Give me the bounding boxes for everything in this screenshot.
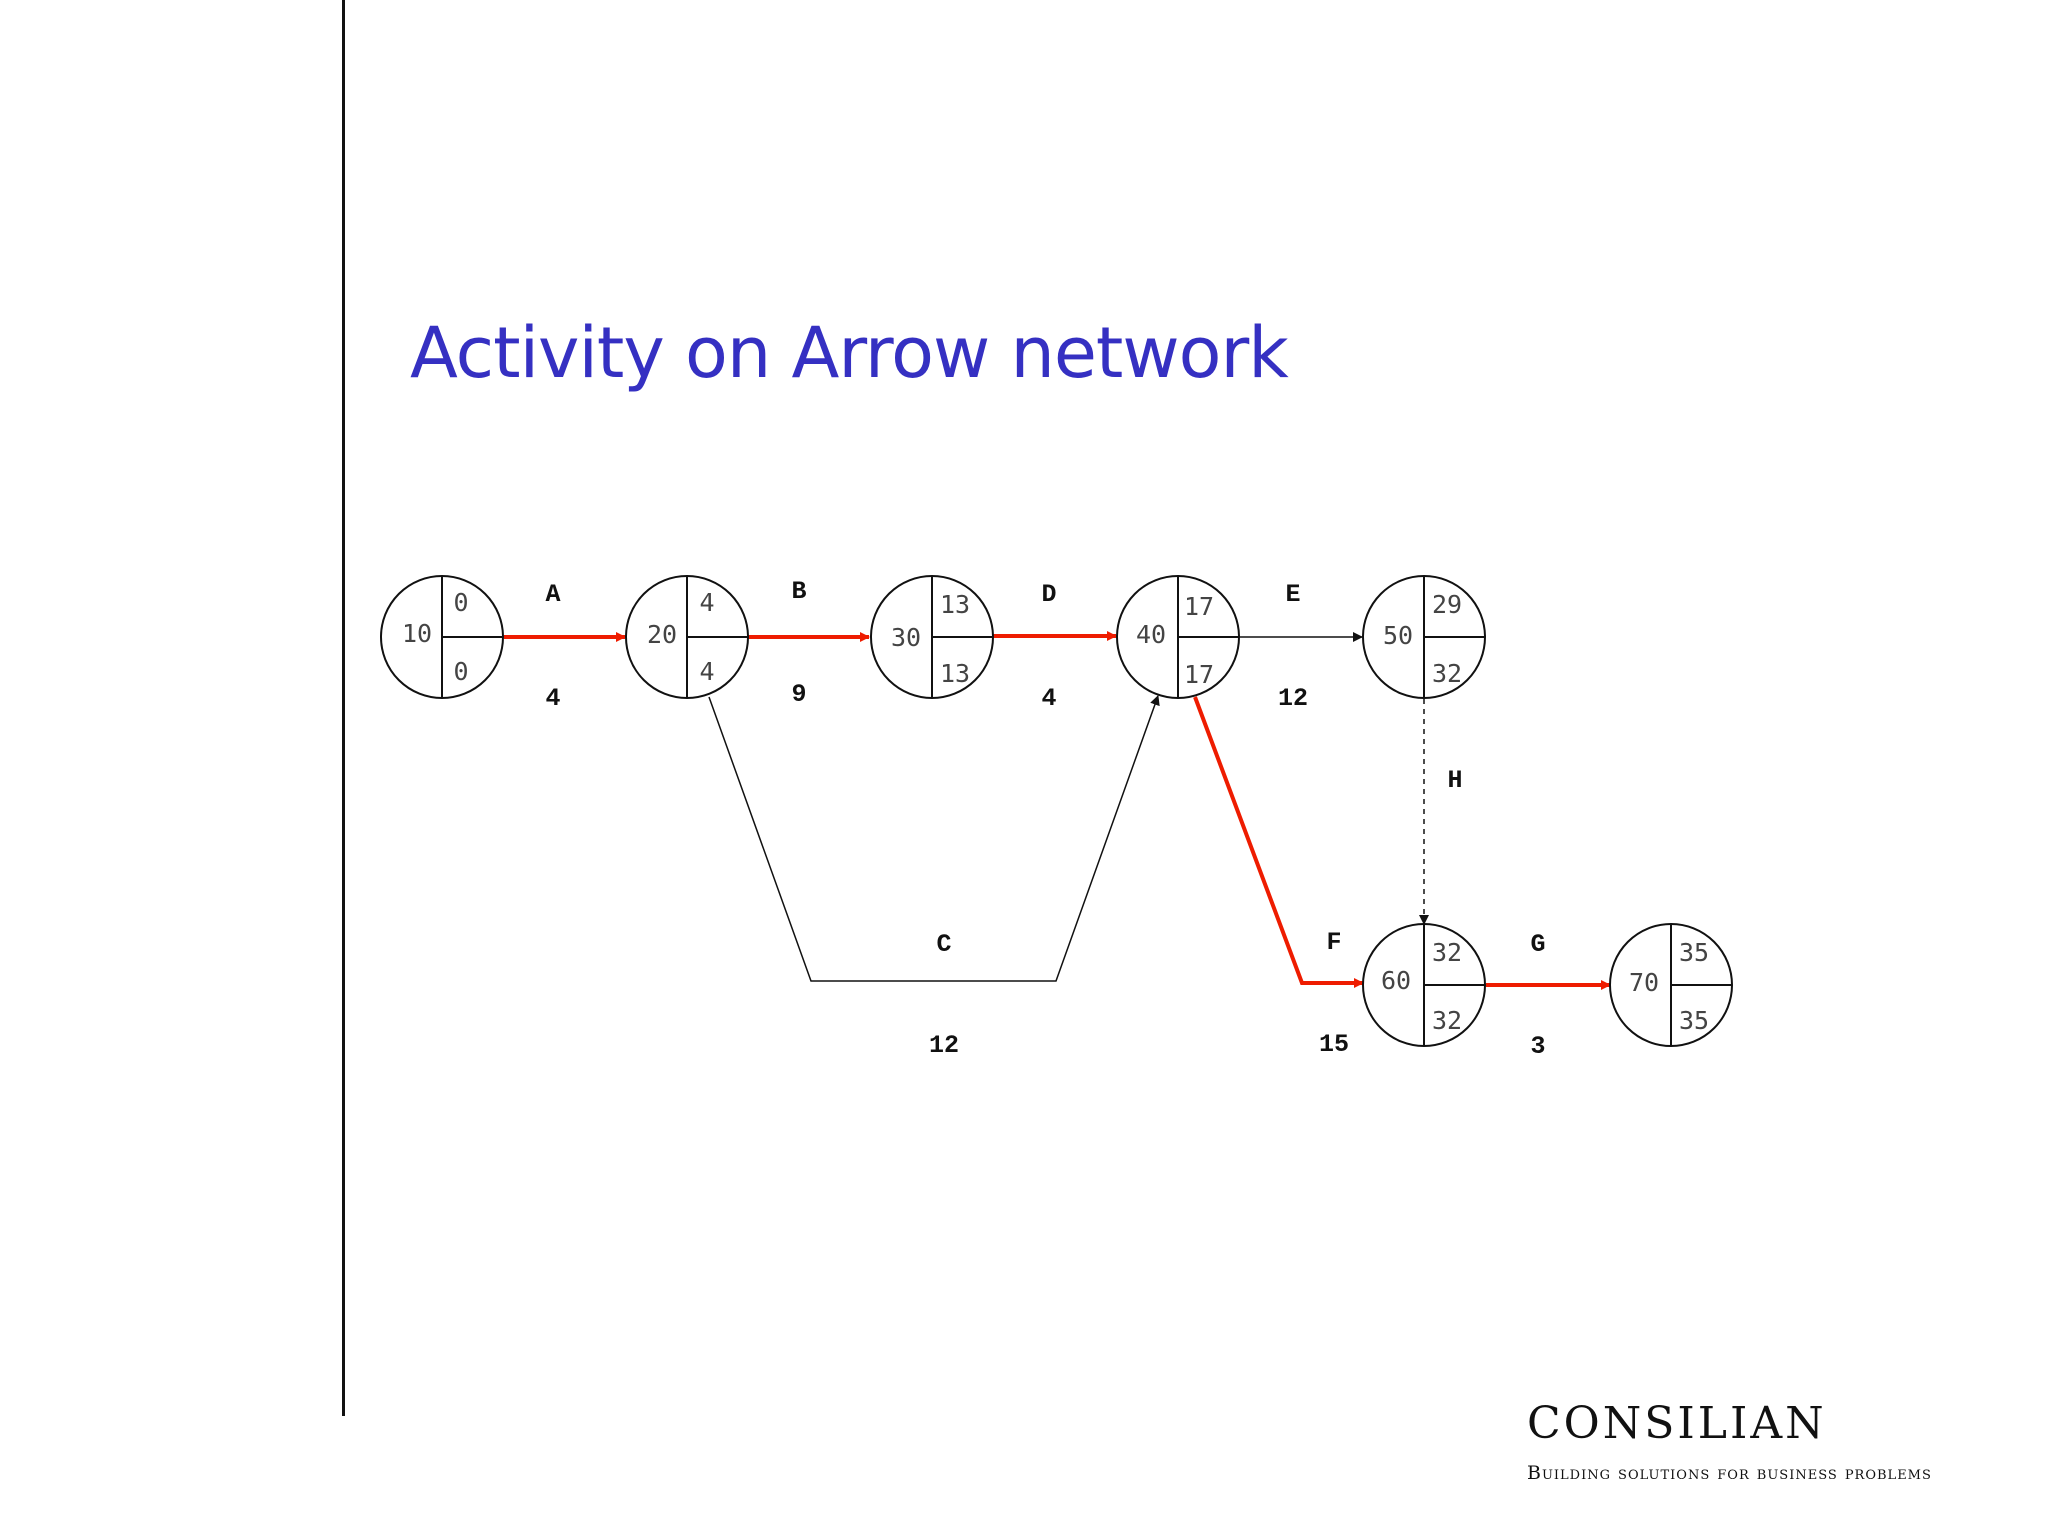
node-id: 10	[402, 619, 432, 648]
node-id: 50	[1383, 621, 1413, 650]
earliest-time: 35	[1679, 938, 1709, 967]
node-id: 60	[1381, 966, 1411, 995]
activity-E-label: E	[1285, 580, 1300, 609]
activity-D-duration: 4	[1041, 684, 1056, 713]
latest-time: 35	[1679, 1006, 1709, 1035]
earliest-time: 4	[699, 588, 714, 617]
activity-B-duration: 9	[791, 680, 806, 709]
activity-B-label: B	[791, 577, 806, 606]
brand-logo-text: CONSILIAN	[1527, 1398, 1827, 1449]
earliest-time: 0	[453, 588, 468, 617]
activity-labels: A 4 B 9 C 12 D 4 E 12 F 15 G 3 H	[545, 577, 1545, 1061]
latest-time: 0	[453, 657, 468, 686]
latest-time: 17	[1184, 660, 1214, 689]
activity-F-duration: 15	[1319, 1030, 1349, 1059]
slide-title: Activity on Arrow network	[410, 312, 1289, 394]
activity-A-duration: 4	[545, 684, 560, 713]
activity-G-label: G	[1530, 930, 1545, 959]
activity-A-label: A	[545, 580, 560, 609]
activity-C-duration: 12	[929, 1031, 959, 1060]
activity-arrows	[504, 631, 1611, 990]
earliest-time: 32	[1432, 938, 1462, 967]
activity-C-label: C	[936, 930, 951, 959]
node-30: 30 13 13	[870, 575, 994, 699]
node-60: 60 32 32	[1362, 923, 1486, 1047]
latest-time: 13	[940, 659, 970, 688]
node-10: 10 0 0	[380, 575, 504, 699]
node-50: 50 29 32	[1362, 575, 1486, 699]
latest-time: 4	[699, 657, 714, 686]
brand-tagline: Building solutions for business problems	[1527, 1462, 1932, 1484]
event-nodes: 10 0 0 20 4 4 30 13 13 40 17 17	[380, 575, 1733, 1047]
latest-time: 32	[1432, 1006, 1462, 1035]
latest-time: 32	[1432, 659, 1462, 688]
activity-G-duration: 3	[1530, 1032, 1545, 1061]
node-id: 70	[1629, 968, 1659, 997]
activity-C-arrow	[708, 695, 1160, 982]
node-70: 70 35 35	[1609, 923, 1733, 1047]
earliest-time: 29	[1432, 590, 1462, 619]
activity-E-duration: 12	[1278, 684, 1308, 713]
activity-D-label: D	[1041, 580, 1056, 609]
activity-F-arrow	[1193, 696, 1364, 988]
earliest-time: 13	[940, 590, 970, 619]
node-20: 20 4 4	[625, 575, 749, 699]
activity-H-label: H	[1447, 766, 1462, 795]
vertical-divider-line	[342, 0, 345, 1416]
activity-F-label: F	[1326, 928, 1341, 957]
earliest-time: 17	[1184, 592, 1214, 621]
node-40: 40 17 17	[1116, 575, 1240, 699]
node-id: 30	[891, 623, 921, 652]
node-id: 20	[647, 620, 677, 649]
node-id: 40	[1136, 620, 1166, 649]
